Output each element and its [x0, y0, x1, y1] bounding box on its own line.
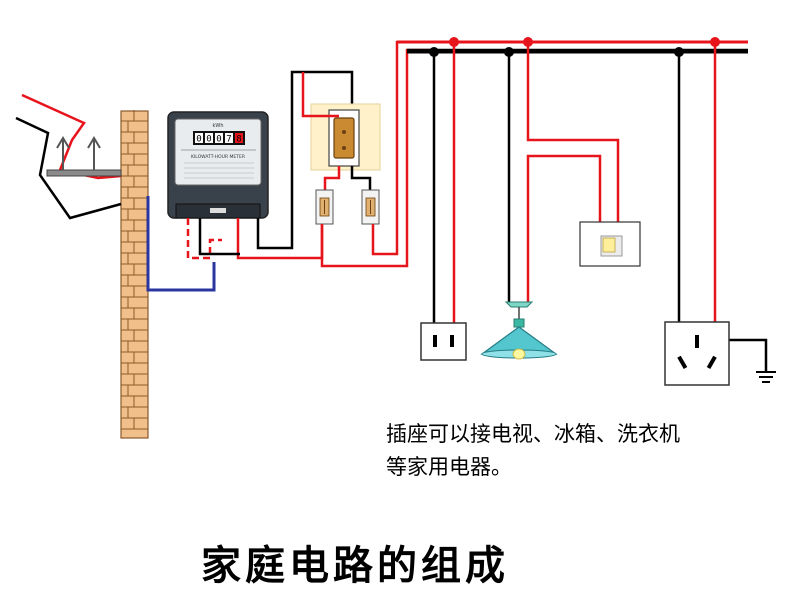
two-pin-socket [420, 322, 467, 361]
meter-digit-cell [225, 133, 233, 143]
ground-symbol [756, 371, 776, 383]
service-drop-wires [15, 93, 122, 220]
three-pin-socket [664, 321, 730, 386]
page-title: 家庭电路的组成 [201, 543, 509, 589]
pendant-lamp [480, 301, 558, 360]
meter-feed-wire [146, 196, 216, 292]
main-switch-wires [301, 72, 372, 190]
meter-digit: 7 [226, 135, 231, 145]
meter-digit-cell [235, 133, 243, 143]
meter-digit: 0 [216, 135, 221, 145]
caption-line-2: 等家用电器。 [386, 455, 512, 479]
meter-heading: KILOWATT-HOUR METER [191, 154, 245, 160]
caption-line-1: 插座可以接电视、冰箱、洗衣机 [386, 422, 680, 446]
meter-digit: 8 [236, 135, 241, 145]
meter-digit-cell [195, 133, 203, 143]
fuse-output-wires [320, 40, 748, 268]
meter-digit: 0 [196, 135, 201, 145]
wall-switch [579, 221, 641, 267]
branch-wires [432, 42, 768, 372]
meter-top-label: kWh [212, 123, 223, 129]
meter-digit-cell [215, 133, 223, 143]
junction-dots [429, 37, 720, 57]
main-switch [310, 103, 381, 171]
fuse [315, 189, 334, 225]
brick-wall [120, 110, 149, 439]
meter-digit: 0 [206, 135, 211, 145]
fuse [361, 189, 380, 225]
meter-digit-cell [205, 133, 213, 143]
socket-caption: 插座可以接电视、冰箱、洗衣机 等家用电器。 [386, 418, 776, 484]
